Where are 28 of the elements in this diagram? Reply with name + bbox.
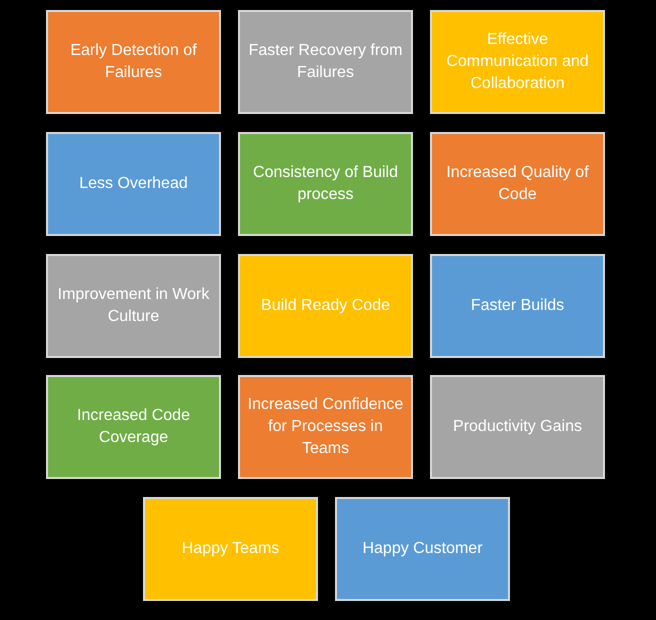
benefit-label: Faster Builds <box>470 296 564 316</box>
benefit-label: Early Detection of Failures <box>69 41 198 83</box>
benefit-box <box>238 254 413 358</box>
benefit-box <box>430 375 605 479</box>
benefit-box <box>238 132 413 236</box>
benefit-label: Build Ready Code <box>261 296 390 316</box>
benefit-box <box>46 10 221 114</box>
benefit-label: Happy Teams <box>182 539 280 559</box>
benefit-box <box>46 254 221 358</box>
benefit-box <box>46 132 221 236</box>
benefit-box <box>335 497 510 601</box>
benefit-box <box>430 10 605 114</box>
benefit-label: Increased Confidence for Processes in Teams <box>246 395 404 459</box>
benefit-label: Faster Recovery from Failures <box>248 41 404 83</box>
benefit-label: Less Overhead <box>79 174 188 194</box>
benefit-box <box>238 10 413 114</box>
benefit-box <box>238 375 413 479</box>
benefit-box <box>430 132 605 236</box>
benefit-box <box>46 375 221 479</box>
benefit-label: Increased Code Coverage <box>76 406 191 448</box>
benefit-label: Happy Customer <box>362 539 483 559</box>
benefit-box <box>430 254 605 358</box>
benefit-label: Productivity Gains <box>453 417 582 437</box>
benefit-label: Increased Quality of Code <box>445 163 590 205</box>
benefit-label: Consistency of Build process <box>252 163 399 205</box>
benefit-label: Effective Communication and Collaboration <box>445 30 590 94</box>
benefit-label: Improvement in Work Culture <box>56 285 210 327</box>
benefit-box <box>143 497 318 601</box>
